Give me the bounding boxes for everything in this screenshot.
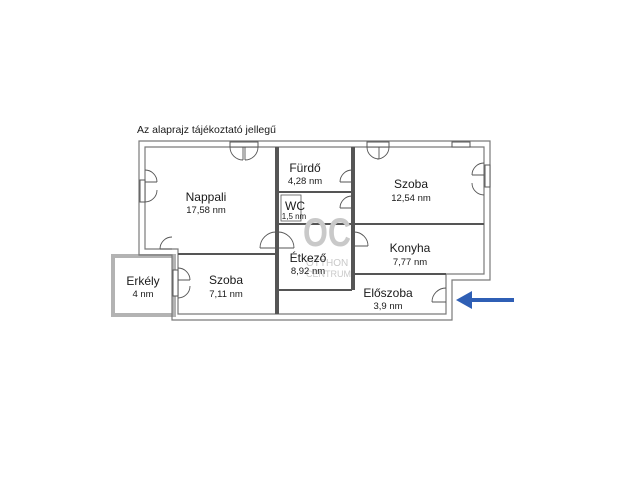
door-swings xyxy=(144,146,485,303)
arrow-left-icon xyxy=(456,291,514,309)
watermark-logo: OC OTTHON CENTRUM xyxy=(303,211,351,279)
room-area-konyha: 7,77 nm xyxy=(393,257,427,268)
room-name-etkezo: Étkező xyxy=(290,250,327,265)
room-area-etkezo: 8,92 nm xyxy=(291,266,325,277)
room-area-nappali: 17,58 nm xyxy=(186,205,226,216)
fixtures xyxy=(280,194,302,222)
room-area-eloszoba: 3,9 nm xyxy=(373,301,402,312)
room-name-wc: WC xyxy=(285,199,305,213)
room-area-szoba-right: 12,54 nm xyxy=(391,193,431,204)
room-name-konyha: Konyha xyxy=(390,241,431,255)
windows xyxy=(139,141,491,297)
room-area-wc: 1,5 nm xyxy=(282,212,307,221)
watermark-oc: OC xyxy=(303,211,351,255)
room-name-nappali: Nappali xyxy=(186,190,227,204)
room-area-erkely: 4 nm xyxy=(132,289,153,300)
room-name-erkely: Erkély xyxy=(126,274,159,288)
room-area-szoba-left: 7,11 nm xyxy=(209,289,243,300)
interior-walls xyxy=(178,147,484,314)
watermark-line1: OTTHON xyxy=(306,258,348,269)
room-labels: Nappali 17,58 nm Fürdő 4,28 nm Szoba 12,… xyxy=(126,161,431,312)
disclaimer-note: Az alaprajz tájékoztató jellegű xyxy=(137,124,276,136)
room-name-eloszoba: Előszoba xyxy=(363,286,413,300)
room-area-furdo: 4,28 nm xyxy=(288,176,322,187)
room-name-szoba-right: Szoba xyxy=(394,177,428,191)
room-name-furdo: Fürdő xyxy=(289,161,321,175)
room-name-szoba-left: Szoba xyxy=(209,273,243,287)
watermark-line2: CENTRUM xyxy=(306,269,351,279)
